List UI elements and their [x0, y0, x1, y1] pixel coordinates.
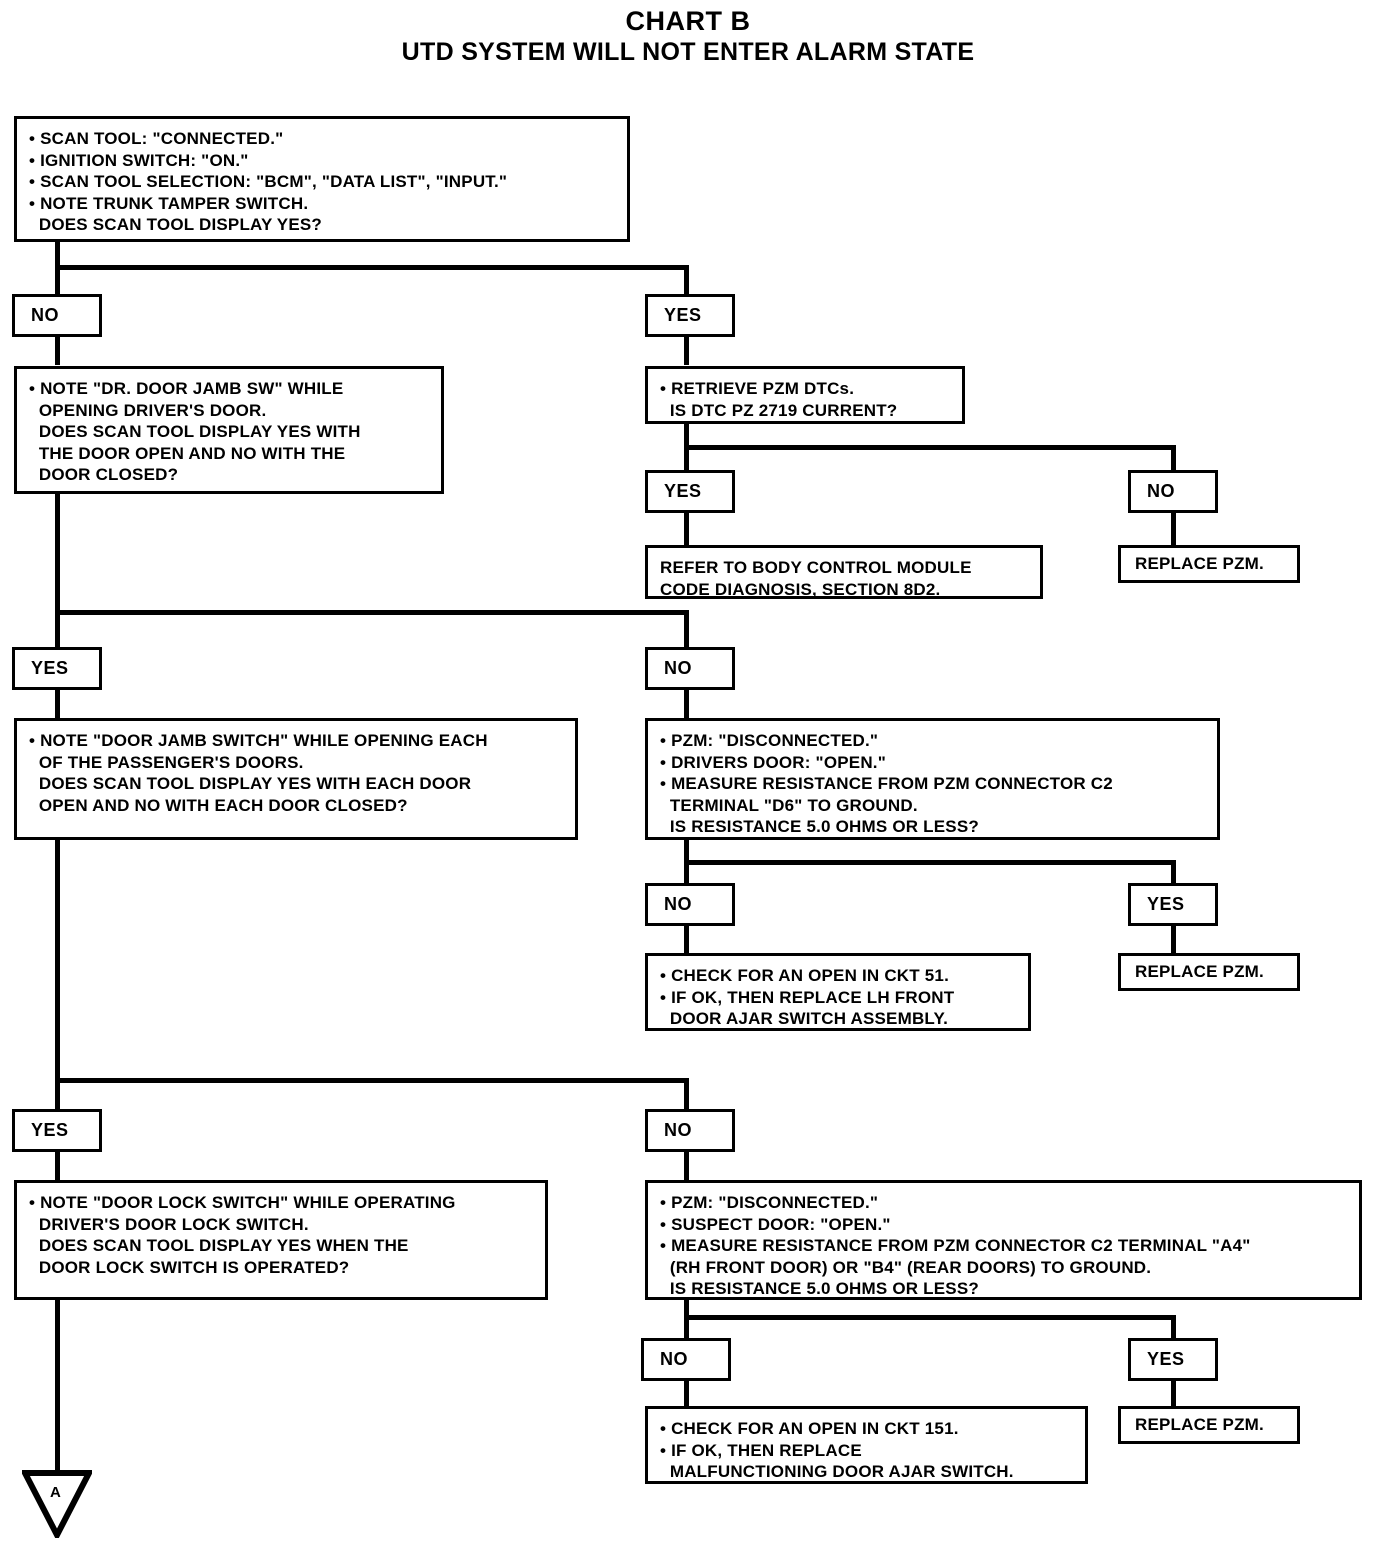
line-yes3-down: [55, 1152, 60, 1180]
line-dtc-no-down: [1171, 512, 1176, 546]
node-measure-resistance-d6: • PZM: "DISCONNECTED." • DRIVERS DOOR: "…: [645, 718, 1220, 840]
line-d6-no-down: [684, 925, 689, 955]
node-replace-pzm-2: REPLACE PZM.: [1118, 953, 1300, 991]
branch-label-no-dtc[interactable]: NO: [1128, 470, 1218, 513]
line-jambsw-trunk: [55, 838, 60, 1083]
line-split-d6-right: [1171, 860, 1176, 886]
branch-label-yes-2[interactable]: YES: [12, 647, 102, 690]
node-retrieve-pzm-dtcs: • RETRIEVE PZM DTCs. IS DTC PZ 2719 CURR…: [645, 366, 965, 424]
node-door-lock-switch-test: • NOTE "DOOR LOCK SWITCH" WHILE OPERATIN…: [14, 1180, 548, 1300]
branch-label-no-2[interactable]: NO: [645, 647, 735, 690]
branch-label-yes-a4[interactable]: YES: [1128, 1338, 1218, 1381]
line-split-3-left: [55, 1078, 60, 1112]
line-split-d6: [684, 860, 1176, 865]
line-split-a4-right: [1171, 1315, 1176, 1341]
line-a4-down: [684, 1292, 689, 1322]
line-dtc-yes-down: [684, 512, 689, 546]
line-split-3: [55, 1078, 689, 1083]
line-no2-down: [684, 690, 689, 718]
line-yes2-down: [55, 690, 60, 718]
line-split-1-left: [55, 265, 60, 295]
line-split-a4: [684, 1315, 1176, 1320]
line-split-3-right: [684, 1078, 689, 1112]
branch-label-no-3[interactable]: NO: [645, 1109, 735, 1152]
offpage-connector-label: A: [50, 1484, 61, 1501]
line-split-2-left: [55, 610, 60, 648]
line-a4-yes-down: [1171, 1380, 1176, 1408]
line-split-dtc-left: [684, 445, 689, 473]
node-refer-bcm-code-diagnosis: REFER TO BODY CONTROL MODULE CODE DIAGNO…: [645, 545, 1043, 599]
line-start-down: [55, 240, 60, 270]
line-split-1: [55, 265, 689, 270]
line-jamb-trunk: [55, 492, 60, 615]
node-replace-pzm-3: REPLACE PZM.: [1118, 1406, 1300, 1444]
line-locksw-trunk: [55, 1300, 60, 1485]
line-d6-down: [684, 835, 689, 865]
node-measure-resistance-a4-b4: • PZM: "DISCONNECTED." • SUSPECT DOOR: "…: [645, 1180, 1362, 1300]
line-split-1-right: [684, 265, 689, 295]
line-split-2-right: [684, 610, 689, 648]
line-d6-yes-down: [1171, 925, 1176, 955]
line-no3-down: [684, 1152, 689, 1180]
line-a4-no-down: [684, 1380, 689, 1408]
line-split-2: [55, 610, 689, 615]
page-subtitle: UTD SYSTEM WILL NOT ENTER ALARM STATE: [401, 38, 975, 66]
node-check-open-ckt-151: • CHECK FOR AN OPEN IN CKT 151. • IF OK,…: [645, 1406, 1088, 1484]
line-split-dtc-right: [1171, 445, 1176, 473]
branch-label-no-a4[interactable]: NO: [641, 1338, 731, 1381]
branch-label-no-1[interactable]: NO: [12, 294, 102, 337]
node-door-jamb-switch-test: • NOTE "DOOR JAMB SWITCH" WHILE OPENING …: [14, 718, 578, 840]
node-dr-door-jamb-sw-test: • NOTE "DR. DOOR JAMB SW" WHILE OPENING …: [14, 366, 444, 494]
offpage-connector-triangle: [22, 1470, 92, 1538]
branch-label-yes-1[interactable]: YES: [645, 294, 735, 337]
node-start-conditions: • SCAN TOOL: "CONNECTED." • IGNITION SWI…: [14, 116, 630, 242]
line-split-a4-left: [684, 1315, 689, 1341]
line-no1-down: [55, 335, 60, 365]
branch-label-yes-3[interactable]: YES: [12, 1109, 102, 1152]
branch-label-yes-d6[interactable]: YES: [1128, 883, 1218, 926]
node-replace-pzm-1: REPLACE PZM.: [1118, 545, 1300, 583]
line-split-d6-left: [684, 860, 689, 886]
line-split-dtc: [684, 445, 1176, 450]
node-check-open-ckt-51: • CHECK FOR AN OPEN IN CKT 51. • IF OK, …: [645, 953, 1031, 1031]
page-title: CHART B: [625, 6, 751, 36]
line-dtc-down: [684, 422, 689, 450]
branch-label-yes-dtc[interactable]: YES: [645, 470, 735, 513]
branch-label-no-d6[interactable]: NO: [645, 883, 735, 926]
line-yes1-down: [684, 335, 689, 365]
